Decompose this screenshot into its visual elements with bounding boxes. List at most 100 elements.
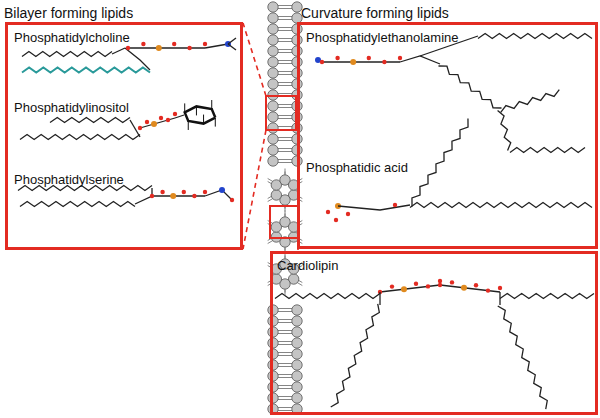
- bond-line: [228, 38, 236, 44]
- atom-dot: [382, 60, 386, 64]
- atom-dot: [172, 42, 176, 46]
- lipid-head: [292, 338, 302, 348]
- fatty-acid-chain: [20, 202, 135, 207]
- bond-line: [278, 333, 285, 334]
- bond-line: [285, 410, 292, 411]
- lipid-name: Cardiolipin: [277, 258, 338, 273]
- bond-line: [285, 344, 292, 345]
- atom-dot: [138, 126, 142, 130]
- lipid-head: [268, 2, 278, 12]
- atom-dot: [159, 116, 163, 120]
- bond-line: [278, 162, 285, 163]
- bond-line: [278, 311, 285, 312]
- bond-line: [278, 344, 285, 345]
- bond-line: [135, 188, 152, 204]
- atom-dot: [498, 286, 502, 290]
- bond-line: [285, 290, 286, 296]
- bond-line: [285, 30, 292, 31]
- fatty-acid-chain: [20, 135, 140, 140]
- lipid-head: [268, 24, 278, 34]
- atom-dot: [150, 194, 154, 198]
- lipid-head: [268, 13, 278, 23]
- bond-line: [440, 285, 500, 292]
- bond-line: [278, 319, 285, 320]
- bond-line: [285, 151, 292, 152]
- bond-line: [380, 285, 440, 292]
- bond-line: [285, 41, 292, 42]
- bond-line: [278, 396, 285, 397]
- atom-dot: [334, 218, 338, 222]
- atom-dot: [141, 42, 145, 46]
- fatty-acid-chain: [501, 90, 560, 113]
- bond-line: [278, 377, 285, 378]
- atom-dot: [393, 203, 397, 207]
- fatty-acid-chain: [22, 68, 150, 73]
- bond-line: [112, 48, 125, 54]
- bond-line: [278, 71, 285, 72]
- atom-dot: [160, 190, 164, 194]
- bond-line: [285, 8, 292, 9]
- fatty-acid-chain: [438, 66, 501, 108]
- atom-dot: [156, 45, 162, 51]
- bond-line: [205, 190, 232, 200]
- panel-heading: Curvature forming lipids: [301, 5, 449, 21]
- bond-line: [297, 283, 302, 286]
- atom-dot: [320, 60, 324, 64]
- bond-line: [278, 407, 285, 408]
- bond-line: [268, 199, 273, 202]
- atom-dot: [414, 282, 418, 286]
- lipid-name: Phosphatidylethanolamine: [306, 30, 459, 45]
- lipid-head: [292, 371, 302, 381]
- bond-line: [278, 322, 285, 323]
- bond-line: [278, 104, 285, 105]
- atom-dot: [350, 59, 356, 65]
- bond-line: [285, 126, 292, 127]
- bond-line: [285, 115, 292, 116]
- lipid-head: [292, 316, 302, 326]
- bond-line: [278, 74, 285, 75]
- lipid-head: [268, 156, 278, 166]
- atom-dot: [145, 120, 149, 124]
- lipid-head: [268, 123, 278, 133]
- atom-dot: [170, 193, 176, 199]
- bond-line: [285, 118, 292, 119]
- lipid-head: [268, 46, 278, 56]
- bond-line: [278, 148, 285, 149]
- bond-line: [285, 333, 292, 334]
- bond-line: [268, 179, 273, 182]
- bond-line: [285, 148, 292, 149]
- bond-line: [499, 292, 500, 305]
- lipid-head: [268, 68, 278, 78]
- bond-line: [285, 140, 292, 141]
- bond-line: [278, 151, 285, 152]
- bond-line: [285, 311, 292, 312]
- atom-dot: [187, 46, 191, 50]
- bond-line: [285, 377, 292, 378]
- bond-line: [400, 56, 440, 64]
- bond-line: [278, 27, 285, 28]
- bond-line: [278, 30, 285, 31]
- fatty-acid-chain: [275, 294, 380, 299]
- bond-line: [278, 159, 285, 160]
- fatty-acid-chain: [498, 306, 548, 409]
- bond-line: [285, 49, 292, 50]
- atom-dot: [203, 190, 207, 194]
- bond-line: [278, 366, 285, 367]
- bond-line: [140, 118, 175, 128]
- lipid-head: [292, 349, 302, 359]
- bond-line: [285, 19, 292, 20]
- bond-line: [278, 93, 285, 94]
- lipid-head: [268, 79, 278, 89]
- atom-dot: [192, 194, 196, 198]
- bond-line: [125, 48, 150, 70]
- bond-line: [278, 410, 285, 411]
- bond-line: [285, 341, 292, 342]
- fatty-acid-chain: [510, 148, 585, 153]
- bond-line: [285, 38, 292, 39]
- highlight-square: [266, 96, 296, 130]
- bond-line: [278, 8, 285, 9]
- atom-dot: [438, 283, 442, 287]
- bond-line: [278, 399, 285, 400]
- atom-dot: [182, 190, 186, 194]
